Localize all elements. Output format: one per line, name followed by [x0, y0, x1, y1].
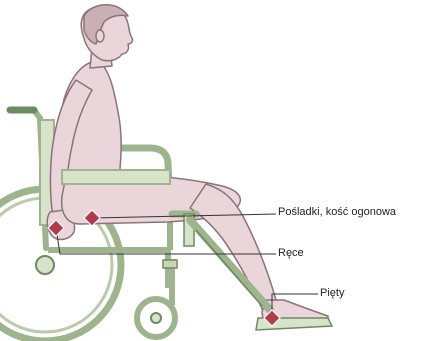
seat-cushion: [62, 170, 170, 184]
label-buttocks-tailbone: Pośladki, kość ogonowa: [278, 207, 396, 218]
label-hands: Ręce: [278, 248, 304, 259]
seated-person: [47, 5, 328, 326]
label-heels: Pięty: [320, 288, 344, 299]
ear: [96, 30, 104, 42]
lower-leg: [190, 184, 282, 318]
caster-wheel: [137, 299, 175, 337]
